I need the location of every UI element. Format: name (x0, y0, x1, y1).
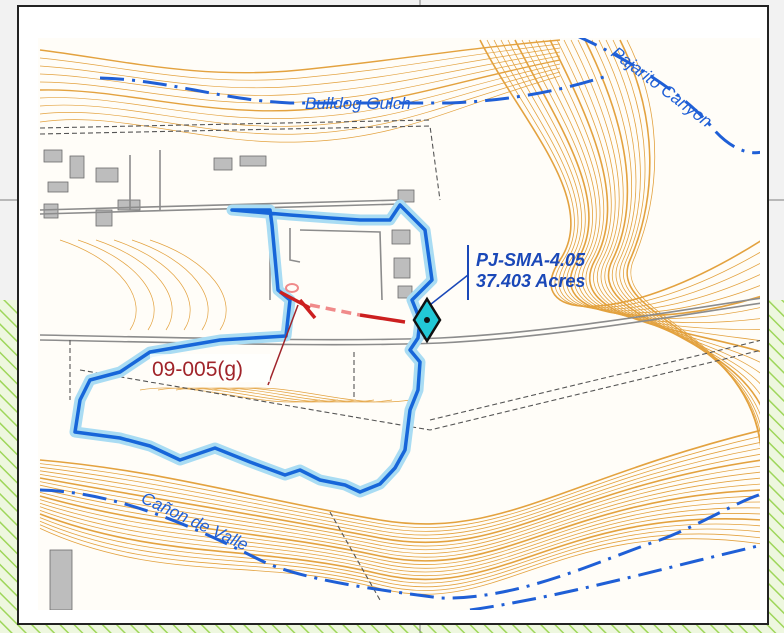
contour-line (39, 520, 760, 588)
contour-line (535, 39, 760, 330)
contour-line (39, 67, 561, 127)
diamond-marker-icon[interactable] (412, 296, 442, 344)
contour-line (113, 239, 191, 331)
contour-line (39, 447, 760, 536)
dashed-trails (39, 119, 760, 601)
contour-line (39, 506, 760, 573)
leader-lines (267, 245, 469, 386)
contour-lines (39, 39, 760, 595)
contour-line (39, 495, 760, 566)
contour-line (39, 429, 760, 525)
contour-line (39, 43, 561, 81)
contour-line (39, 471, 760, 551)
contour-line (486, 39, 760, 308)
contour-line (39, 517, 760, 584)
site-id-label: PJ-SMA-4.05 (476, 250, 586, 270)
contour-line (39, 55, 561, 104)
contour-line (39, 501, 760, 569)
contour-line (39, 59, 561, 112)
contour-line (556, 39, 760, 363)
contour-line (149, 239, 227, 331)
contour-line (39, 63, 561, 119)
contour-line (39, 71, 561, 135)
contour-line (39, 51, 561, 96)
streams (39, 38, 760, 610)
inset-map: Bulldog Gulch Pajarito Canyon Cañon de V… (38, 38, 760, 610)
site-boundary (69, 199, 438, 498)
contour-line (521, 39, 760, 319)
contour-line (77, 239, 155, 331)
contour-line (39, 442, 760, 532)
contour-line (507, 39, 760, 314)
contour-line (39, 453, 760, 540)
contour-line (500, 39, 760, 312)
contour-line (39, 39, 561, 74)
contour-line (39, 483, 760, 558)
contour-line (626, 39, 760, 447)
feature-lines (279, 283, 406, 324)
contour-line (131, 239, 209, 331)
contour-line (619, 39, 760, 449)
contour-line (39, 524, 760, 591)
contour-line (39, 477, 760, 554)
contour-line (229, 387, 411, 403)
contour-line (95, 239, 173, 331)
contour-line (39, 436, 760, 529)
contour-line (39, 75, 561, 143)
contour-line (514, 39, 760, 317)
contour-line (528, 39, 760, 324)
stream-label-bulldog-gulch: Bulldog Gulch (305, 94, 411, 113)
contour-line (39, 510, 760, 577)
buildings (43, 149, 415, 610)
contour-line (59, 239, 137, 331)
contour-line (39, 489, 760, 562)
contour-line (39, 459, 760, 544)
feature-label: 09-005(g) (152, 358, 243, 381)
contour-line (479, 39, 760, 308)
contour-line (493, 39, 760, 310)
site-area-label: 37.403 Acres (476, 271, 585, 291)
contour-line (39, 465, 760, 547)
contour-line (39, 47, 561, 89)
contour-line (39, 513, 760, 581)
